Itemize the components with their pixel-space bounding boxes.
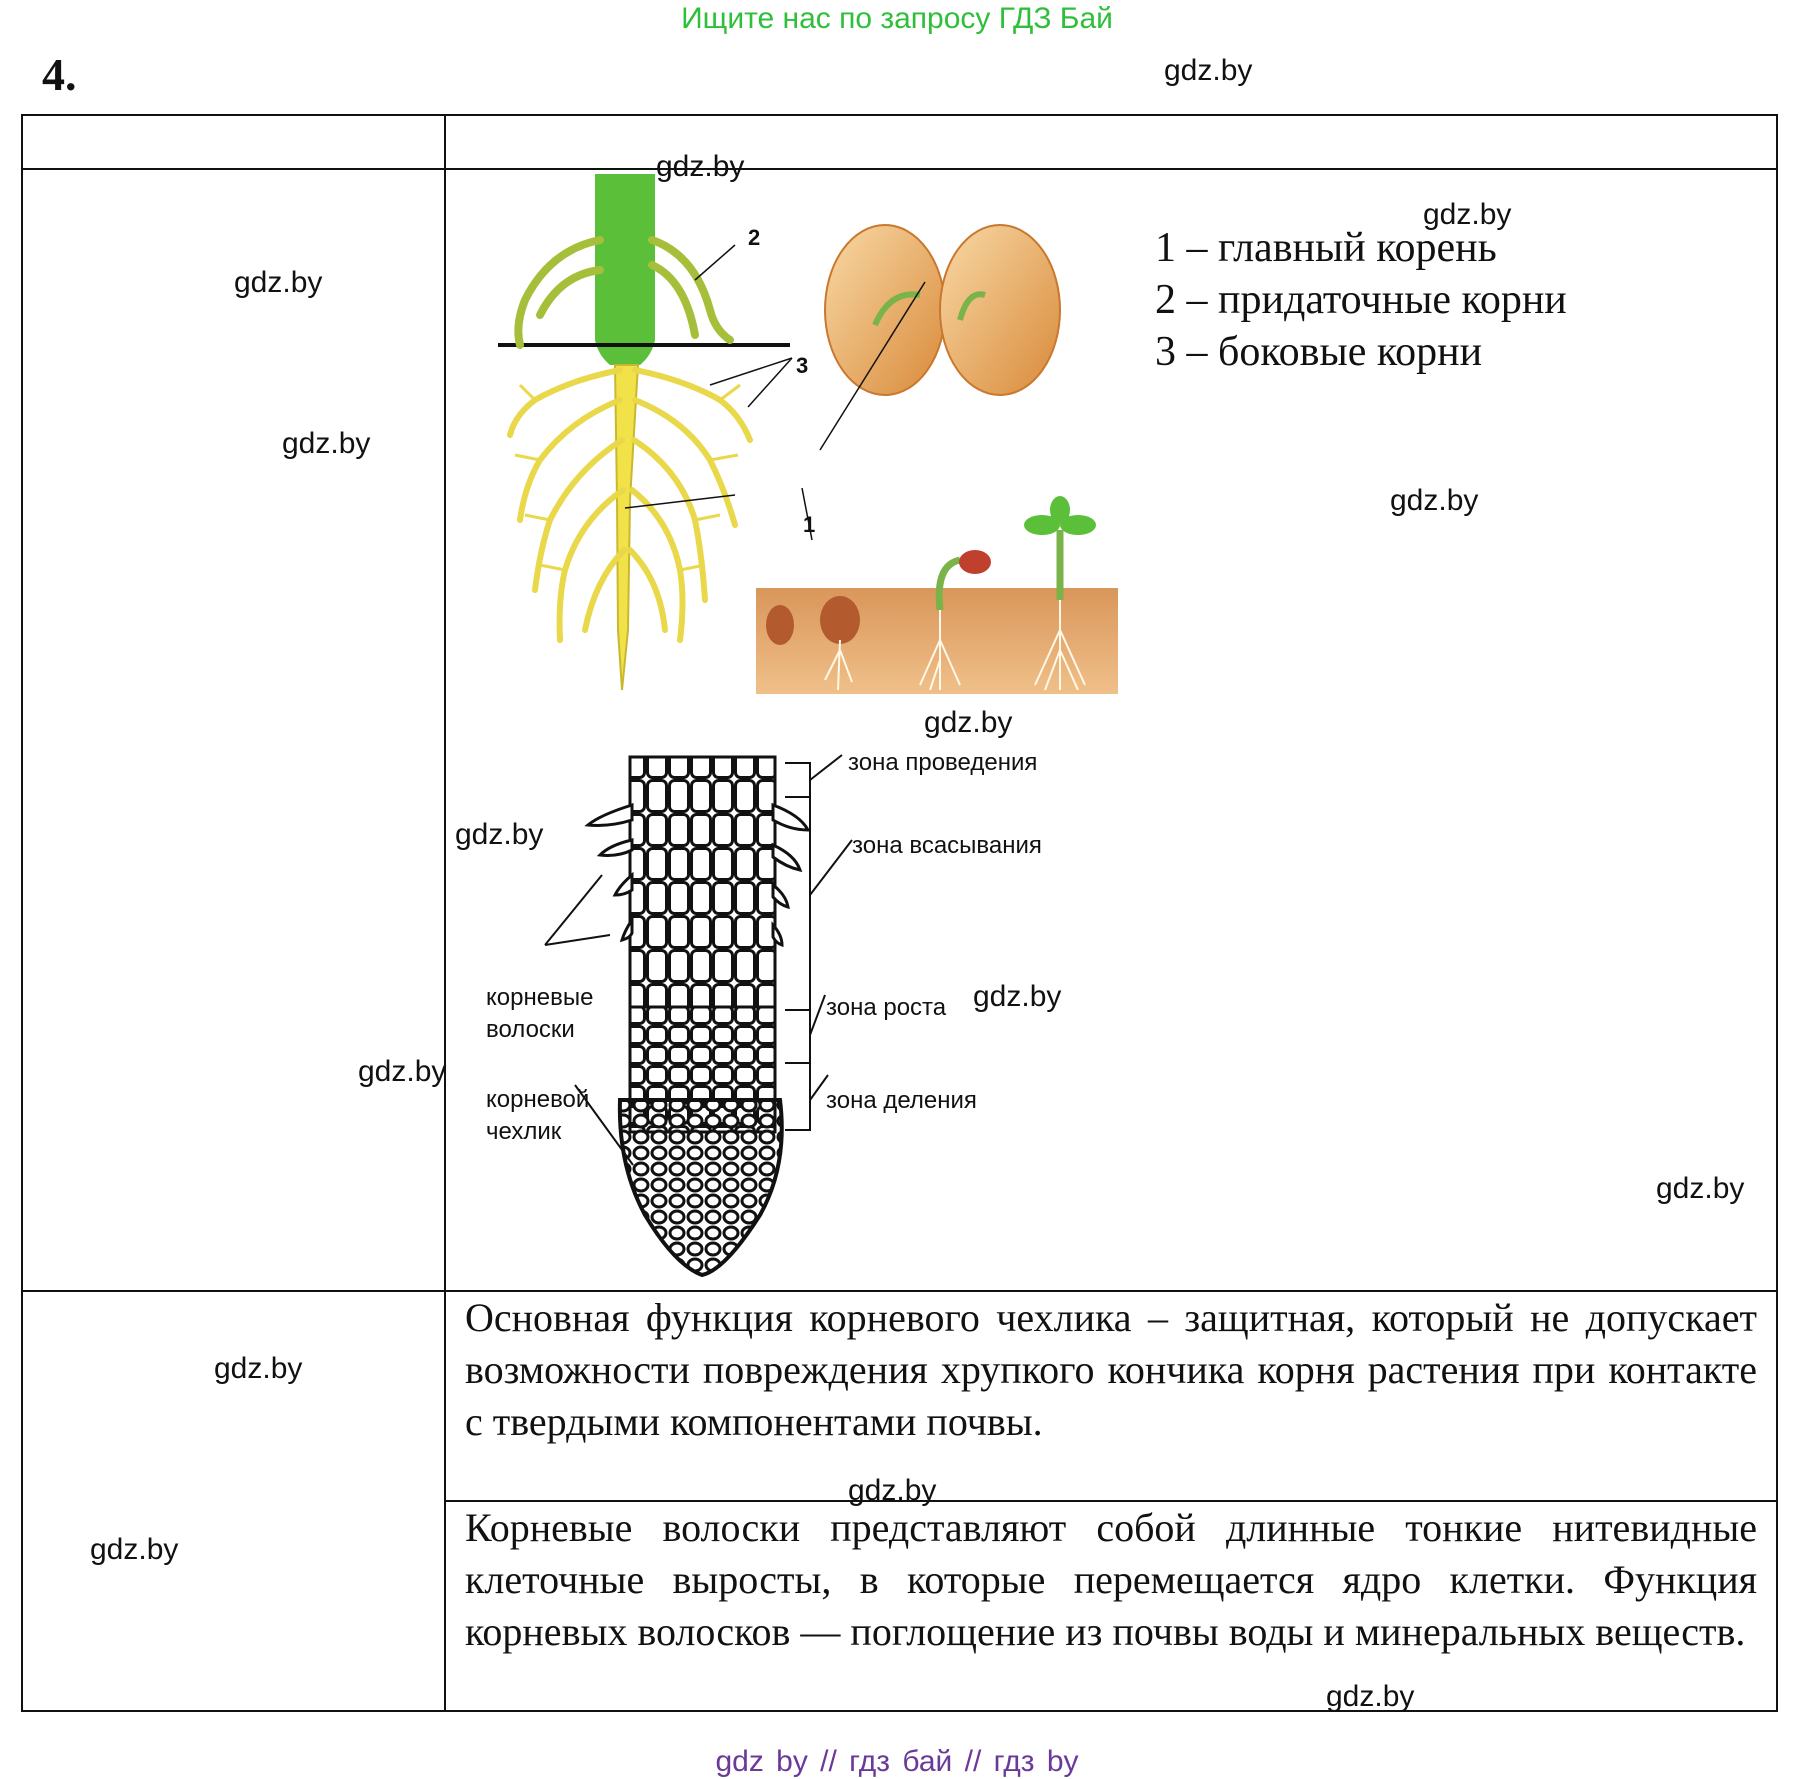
root-cap-label-line1: корневой — [486, 1086, 589, 1113]
watermark: gdz.by — [1326, 1680, 1415, 1713]
watermark: gdz.by — [358, 1055, 447, 1088]
answer-root-hairs: Корневые волоски представляют собой длин… — [465, 1505, 1757, 1654]
legend-item-2: 2 – придаточные корни — [1155, 277, 1567, 323]
legend-item-3: 3 – боковые корни — [1155, 329, 1483, 375]
watermark: gdz.by — [1656, 1172, 1745, 1205]
watermark: gdz.by — [848, 1474, 937, 1507]
root-cap-label-line2: чехлик — [486, 1118, 562, 1145]
watermark: gdz.by — [90, 1533, 179, 1566]
answer-root-cap: Основная функция корневого чехлика – защ… — [465, 1295, 1757, 1444]
root-tip-figure: зона проведения зона всасывания зона рос… — [486, 749, 1042, 1278]
label-2: 2 — [748, 225, 760, 250]
stem-shape — [595, 174, 655, 365]
watermark: gdz.by — [282, 427, 371, 460]
zone-absorption-label: зона всасывания — [852, 832, 1042, 859]
label-3: 3 — [796, 353, 808, 378]
table-column-divider — [444, 114, 446, 1712]
zone-division-label: зона деления — [826, 1087, 977, 1114]
watermark: gdz.by — [1164, 54, 1253, 87]
watermark: gdz.by — [214, 1352, 303, 1385]
legend-item-1: 1 – главный корень — [1155, 225, 1497, 271]
watermark: gdz.by — [973, 980, 1062, 1013]
main-root-shape — [613, 364, 640, 691]
answer-table — [21, 114, 1778, 1712]
zone-growth-label: зона роста — [826, 994, 947, 1021]
watermark: gdz.by — [924, 706, 1013, 739]
task-number: 4. — [42, 49, 77, 100]
figure-legend: 1 – главный корень 2 – придаточные корни… — [1155, 222, 1567, 378]
root-hairs-label-line1: корневые — [486, 984, 593, 1011]
footer-links: gdz by // гдз бай // гдз by — [715, 1745, 1079, 1778]
root-cap-cells — [617, 1098, 784, 1278]
watermark: gdz.by — [234, 266, 323, 299]
bean-half-right — [939, 224, 1061, 396]
root-system-figure: 2 3 1 — [498, 174, 1118, 694]
table-row-rule — [21, 1290, 1778, 1292]
table-header-rule — [21, 168, 1778, 170]
watermark: gdz.by — [455, 818, 544, 851]
watermark: gdz.by — [656, 150, 745, 183]
zone-conduction-label: зона проведения — [848, 749, 1037, 776]
conduction-zone-cells — [628, 755, 777, 1009]
watermark: gdz.by — [1390, 484, 1479, 517]
search-banner: Ищите нас по запросу ГДЗ Бай — [681, 2, 1113, 35]
table-subrow-rule — [444, 1500, 1778, 1502]
label-1: 1 — [803, 512, 815, 537]
root-hairs-label-line2: волоски — [486, 1016, 575, 1043]
watermark: gdz.by — [1423, 198, 1512, 231]
